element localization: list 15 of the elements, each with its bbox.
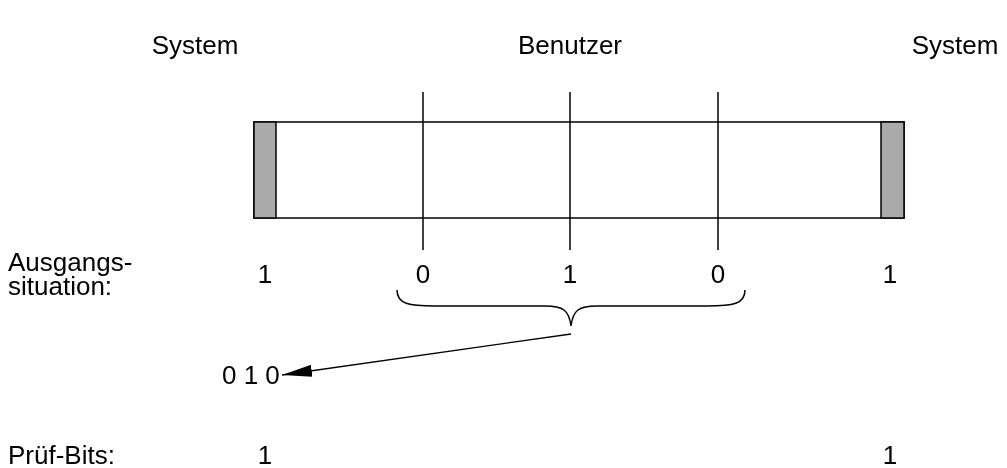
column-heading: System — [911, 31, 999, 59]
parity-bit-value: 1 — [257, 441, 273, 468]
row-label: Prüf-Bits: — [8, 441, 115, 468]
column-heading: System — [151, 31, 239, 59]
bit-value: 1 — [257, 260, 273, 288]
curly-brace — [395, 288, 747, 328]
row-label: Ausgangs- situation: — [8, 250, 134, 298]
bit-value: 0 — [710, 260, 726, 288]
column-heading: Benutzer — [517, 31, 623, 59]
bit-value: 0 — [415, 260, 431, 288]
bit-value: 1 — [562, 260, 578, 288]
bit-value: 1 — [882, 260, 898, 288]
bit-sequence-text: 0 1 0 — [222, 361, 280, 389]
parity-bit-value: 1 — [882, 441, 898, 468]
arrow — [281, 333, 572, 377]
